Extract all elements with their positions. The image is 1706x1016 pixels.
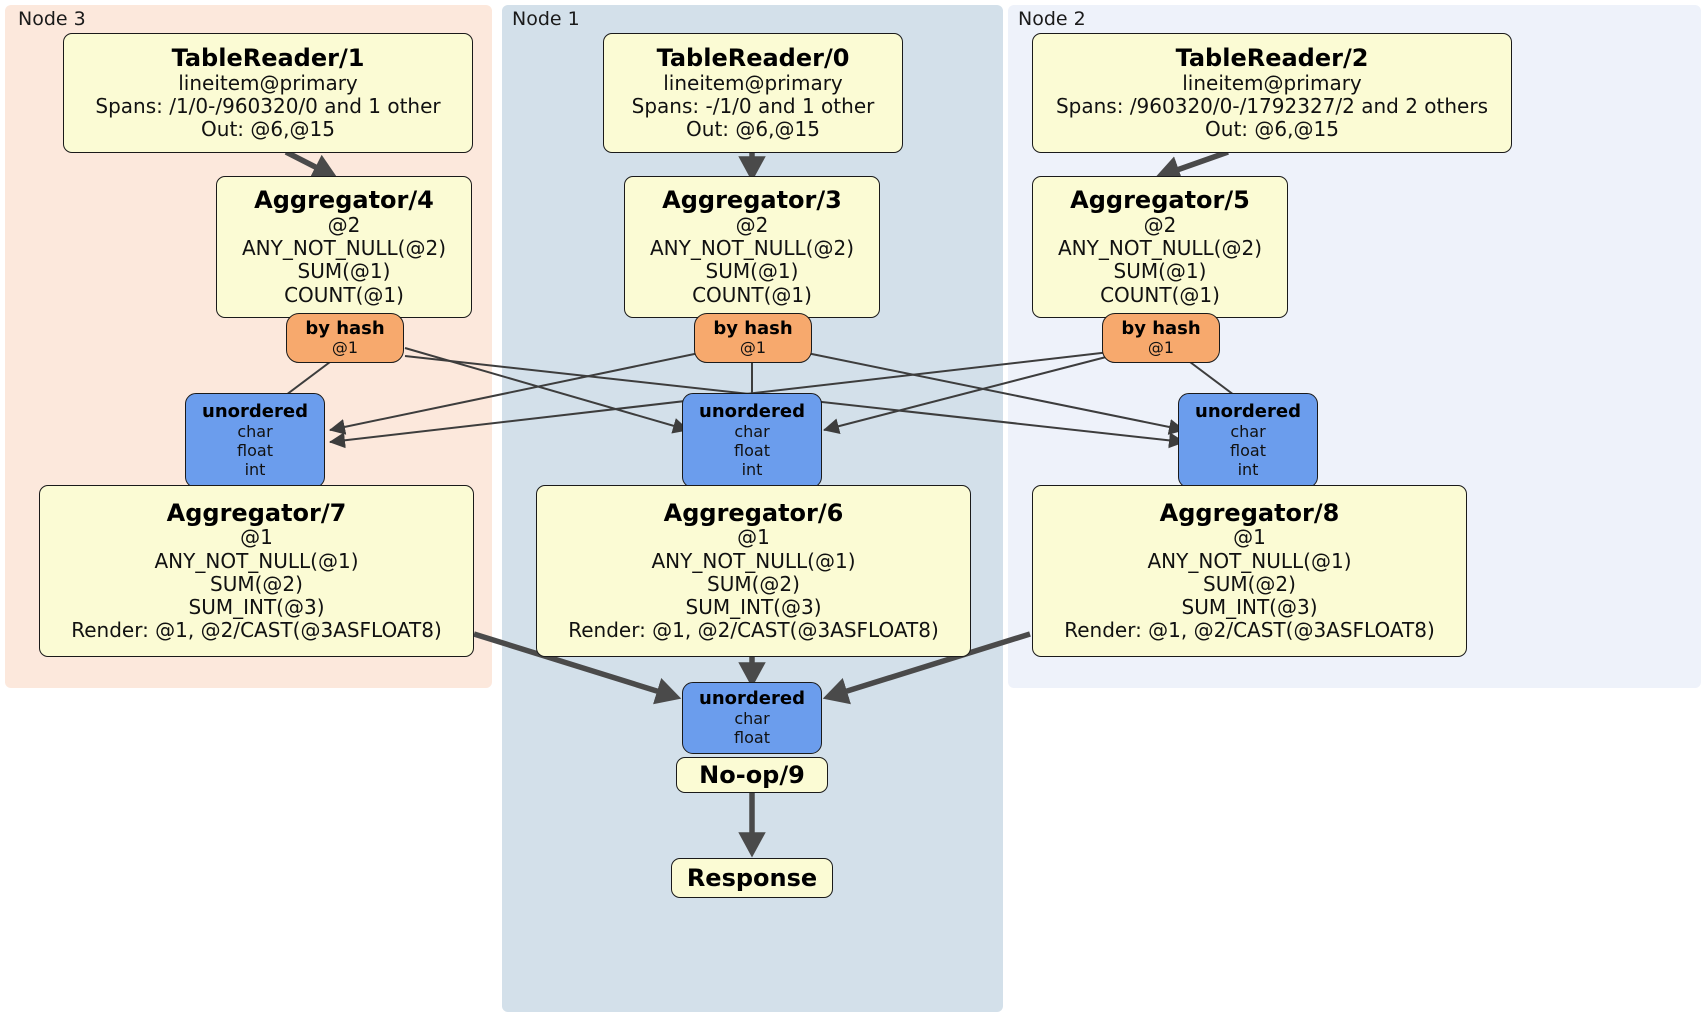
processor-line: COUNT(@1)	[284, 282, 404, 307]
processor-line: ANY_NOT_NULL(@1)	[651, 548, 856, 573]
processor-line: Out: @6,@15	[1205, 117, 1339, 142]
receiver-line: float	[237, 440, 273, 460]
processor-line: SUM_INT(@3)	[1181, 595, 1318, 620]
processor-line: Render: @1, @2/CAST(@3ASFLOAT8)	[568, 618, 939, 643]
processor-title: Aggregator/3	[662, 186, 842, 215]
panel-node-3-label: Node 3	[18, 8, 86, 30]
processor-line: Render: @1, @2/CAST(@3ASFLOAT8)	[1064, 618, 1435, 643]
receiver-unordered-node-2[interactable]: unordered char float int	[1178, 393, 1318, 488]
processor-line: lineitem@primary	[178, 70, 358, 95]
receiver-unordered-final[interactable]: unordered char float	[682, 682, 822, 754]
router-by-hash-node-1[interactable]: by hash @1	[694, 313, 812, 363]
processor-aggregator-8[interactable]: Aggregator/8 @1 ANY_NOT_NULL(@1) SUM(@2)…	[1032, 485, 1467, 657]
processor-line: ANY_NOT_NULL(@2)	[242, 236, 446, 261]
processor-table-reader-0[interactable]: TableReader/0 lineitem@primary Spans: -/…	[603, 33, 903, 153]
processor-title: No-op/9	[699, 760, 805, 789]
receiver-line: float	[1230, 440, 1266, 460]
processor-line: ANY_NOT_NULL(@2)	[1058, 236, 1262, 261]
receiver-title: unordered	[699, 400, 805, 422]
processor-line: SUM_INT(@3)	[188, 595, 325, 620]
processor-line: Spans: /1/0-/960320/0 and 1 other	[95, 93, 441, 118]
receiver-title: unordered	[202, 400, 308, 422]
processor-line: @1	[737, 525, 770, 550]
processor-line: lineitem@primary	[663, 70, 843, 95]
receiver-line: char	[237, 421, 273, 441]
processor-line: lineitem@primary	[1182, 70, 1362, 95]
processor-line: SUM(@2)	[707, 571, 800, 596]
processor-aggregator-4[interactable]: Aggregator/4 @2 ANY_NOT_NULL(@2) SUM(@1)…	[216, 176, 472, 318]
router-title: by hash	[305, 317, 385, 339]
processor-title: Aggregator/7	[166, 498, 347, 527]
processor-title: TableReader/2	[1175, 43, 1369, 72]
processor-line: @2	[327, 213, 361, 238]
processor-aggregator-7[interactable]: Aggregator/7 @1 ANY_NOT_NULL(@1) SUM(@2)…	[39, 485, 474, 657]
processor-line: SUM(@1)	[705, 259, 799, 284]
processor-line: Render: @1, @2/CAST(@3ASFLOAT8)	[71, 618, 442, 643]
processor-line: @2	[1143, 213, 1177, 238]
processor-title: TableReader/1	[171, 43, 365, 72]
processor-table-reader-2[interactable]: TableReader/2 lineitem@primary Spans: /9…	[1032, 33, 1512, 153]
router-line: @1	[1147, 338, 1175, 358]
processor-aggregator-6[interactable]: Aggregator/6 @1 ANY_NOT_NULL(@1) SUM(@2)…	[536, 485, 971, 657]
processor-line: @1	[1233, 525, 1266, 550]
processor-line: ANY_NOT_NULL(@2)	[650, 236, 854, 261]
processor-line: ANY_NOT_NULL(@1)	[1147, 548, 1352, 573]
processor-line: SUM(@1)	[1113, 259, 1207, 284]
processor-aggregator-3[interactable]: Aggregator/3 @2 ANY_NOT_NULL(@2) SUM(@1)…	[624, 176, 880, 318]
panel-node-2-label: Node 2	[1018, 8, 1086, 30]
router-line: @1	[331, 338, 359, 358]
processor-no-op-9[interactable]: No-op/9	[676, 757, 828, 793]
receiver-title: unordered	[1195, 400, 1301, 422]
processor-table-reader-1[interactable]: TableReader/1 lineitem@primary Spans: /1…	[63, 33, 473, 153]
processor-line: ANY_NOT_NULL(@1)	[154, 548, 359, 573]
processor-aggregator-5[interactable]: Aggregator/5 @2 ANY_NOT_NULL(@2) SUM(@1)…	[1032, 176, 1288, 318]
processor-line: Out: @6,@15	[201, 117, 335, 142]
panel-node-1-label: Node 1	[512, 8, 580, 30]
receiver-line: char	[1230, 421, 1266, 441]
processor-title: Aggregator/4	[254, 186, 434, 215]
router-title: by hash	[1121, 317, 1201, 339]
router-title: by hash	[713, 317, 793, 339]
receiver-title: unordered	[699, 687, 805, 709]
processor-line: Out: @6,@15	[686, 117, 820, 142]
receiver-line: float	[734, 440, 770, 460]
receiver-line: int	[1237, 459, 1259, 479]
processor-line: SUM(@2)	[1203, 571, 1296, 596]
processor-line: COUNT(@1)	[1100, 282, 1220, 307]
receiver-line: int	[244, 459, 266, 479]
processor-response[interactable]: Response	[671, 858, 833, 898]
receiver-line: float	[734, 727, 770, 747]
receiver-line: char	[734, 708, 770, 728]
processor-line: SUM(@2)	[210, 571, 303, 596]
router-line: @1	[739, 338, 767, 358]
receiver-line: int	[741, 459, 763, 479]
processor-line: Spans: /960320/0-/1792327/2 and 2 others	[1055, 93, 1488, 118]
processor-title: Aggregator/8	[1159, 498, 1340, 527]
router-by-hash-node-2[interactable]: by hash @1	[1102, 313, 1220, 363]
processor-line: Spans: -/1/0 and 1 other	[631, 93, 875, 118]
processor-line: SUM_INT(@3)	[685, 595, 822, 620]
processor-title: Response	[686, 863, 818, 892]
receiver-line: char	[734, 421, 770, 441]
processor-line: @1	[240, 525, 273, 550]
processor-title: Aggregator/6	[663, 498, 844, 527]
router-by-hash-node-3[interactable]: by hash @1	[286, 313, 404, 363]
receiver-unordered-node-3[interactable]: unordered char float int	[185, 393, 325, 488]
processor-line: COUNT(@1)	[692, 282, 812, 307]
processor-line: @2	[735, 213, 769, 238]
processor-title: TableReader/0	[656, 43, 850, 72]
processor-title: Aggregator/5	[1070, 186, 1250, 215]
processor-line: SUM(@1)	[297, 259, 391, 284]
receiver-unordered-node-1[interactable]: unordered char float int	[682, 393, 822, 488]
